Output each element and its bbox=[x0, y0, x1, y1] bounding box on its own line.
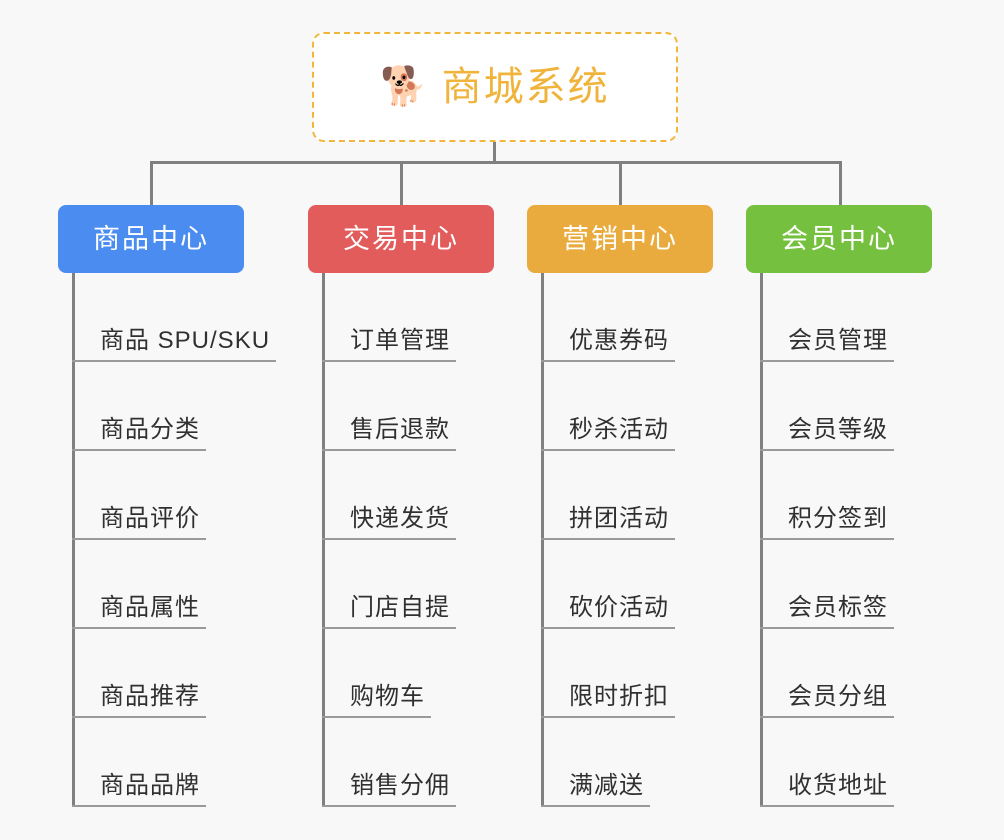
leaf-item-label: 购物车 bbox=[350, 683, 425, 710]
branch-spine-4 bbox=[760, 273, 763, 807]
branch-drop-connector-2 bbox=[400, 161, 403, 205]
leaf-item-label: 优惠券码 bbox=[569, 327, 669, 354]
leaf-item-rule: 满减送 bbox=[541, 774, 650, 807]
leaf-item-label: 会员管理 bbox=[788, 327, 888, 354]
leaf-item-label: 售后退款 bbox=[350, 416, 450, 443]
leaf-item-label: 积分签到 bbox=[788, 505, 888, 532]
root-node[interactable]: 🐕 商城系统 bbox=[312, 32, 678, 142]
leaf-item-rule: 会员等级 bbox=[760, 418, 894, 451]
leaf-item-label: 快递发货 bbox=[350, 505, 450, 532]
root-title: 商城系统 bbox=[441, 65, 610, 109]
leaf-item-rule: 门店自提 bbox=[322, 596, 456, 629]
leaf-item-label: 会员分组 bbox=[788, 683, 888, 710]
leaf-item-rule: 收货地址 bbox=[760, 774, 894, 807]
leaf-item-rule: 订单管理 bbox=[322, 329, 456, 362]
leaf-item-label: 订单管理 bbox=[350, 327, 450, 354]
category-label-1: 商品中心 bbox=[93, 223, 209, 254]
leaf-item-rule: 商品属性 bbox=[72, 596, 206, 629]
leaf-item-label: 会员等级 bbox=[788, 416, 888, 443]
leaf-item-label: 商品 SPU/SKU bbox=[100, 327, 271, 354]
branch-drop-connector-3 bbox=[619, 161, 622, 205]
category-label-4: 会员中心 bbox=[781, 223, 897, 254]
leaf-item-label: 商品属性 bbox=[100, 594, 200, 621]
leaf-item-rule: 秒杀活动 bbox=[541, 418, 675, 451]
leaf-item-rule: 会员标签 bbox=[760, 596, 894, 629]
leaf-item-rule: 会员分组 bbox=[760, 685, 894, 718]
leaf-item-label: 满减送 bbox=[569, 772, 644, 799]
branch-spine-1 bbox=[72, 273, 75, 807]
leaf-item-rule: 商品评价 bbox=[72, 507, 206, 540]
category-card-3[interactable]: 营销中心 bbox=[527, 205, 713, 273]
category-label-3: 营销中心 bbox=[562, 223, 678, 254]
branch-spine-2 bbox=[322, 273, 325, 807]
category-card-2[interactable]: 交易中心 bbox=[308, 205, 494, 273]
category-label-2: 交易中心 bbox=[343, 223, 459, 254]
branch-drop-connector-4 bbox=[839, 161, 842, 205]
leaf-item-rule: 商品 SPU/SKU bbox=[72, 327, 277, 362]
leaf-item-label: 砍价活动 bbox=[569, 594, 669, 621]
leaf-item-label: 秒杀活动 bbox=[569, 416, 669, 443]
category-card-4[interactable]: 会员中心 bbox=[746, 205, 932, 273]
leaf-item-rule: 购物车 bbox=[322, 685, 431, 718]
leaf-item-rule: 会员管理 bbox=[760, 329, 894, 362]
leaf-item-rule: 限时折扣 bbox=[541, 685, 675, 718]
leaf-item-rule: 优惠券码 bbox=[541, 329, 675, 362]
branch-drop-connector-1 bbox=[150, 161, 153, 205]
leaf-item-label: 拼团活动 bbox=[569, 505, 669, 532]
leaf-item-label: 销售分佣 bbox=[350, 772, 450, 799]
root-stem-connector bbox=[493, 142, 496, 163]
leaf-item-rule: 商品分类 bbox=[72, 418, 206, 451]
branch-spine-3 bbox=[541, 273, 544, 807]
leaf-item-label: 商品推荐 bbox=[100, 683, 200, 710]
leaf-item-rule: 砍价活动 bbox=[541, 596, 675, 629]
leaf-item-rule: 销售分佣 bbox=[322, 774, 456, 807]
leaf-item-label: 商品评价 bbox=[100, 505, 200, 532]
leaf-item-label: 商品分类 bbox=[100, 416, 200, 443]
leaf-item-rule: 商品推荐 bbox=[72, 685, 206, 718]
category-card-1[interactable]: 商品中心 bbox=[58, 205, 244, 273]
leaf-item-label: 商品品牌 bbox=[100, 772, 200, 799]
leaf-item-label: 门店自提 bbox=[350, 594, 450, 621]
leaf-item-rule: 拼团活动 bbox=[541, 507, 675, 540]
leaf-item-rule: 商品品牌 bbox=[72, 774, 206, 807]
leaf-item-rule: 快递发货 bbox=[322, 507, 456, 540]
branch-bus-connector bbox=[150, 161, 842, 164]
leaf-item-rule: 积分签到 bbox=[760, 507, 894, 540]
leaf-item-label: 收货地址 bbox=[788, 772, 888, 799]
leaf-item-label: 会员标签 bbox=[788, 594, 888, 621]
leaf-item-label: 限时折扣 bbox=[569, 683, 669, 710]
shiba-dog-face-icon: 🐕 bbox=[380, 66, 428, 108]
leaf-item-rule: 售后退款 bbox=[322, 418, 456, 451]
